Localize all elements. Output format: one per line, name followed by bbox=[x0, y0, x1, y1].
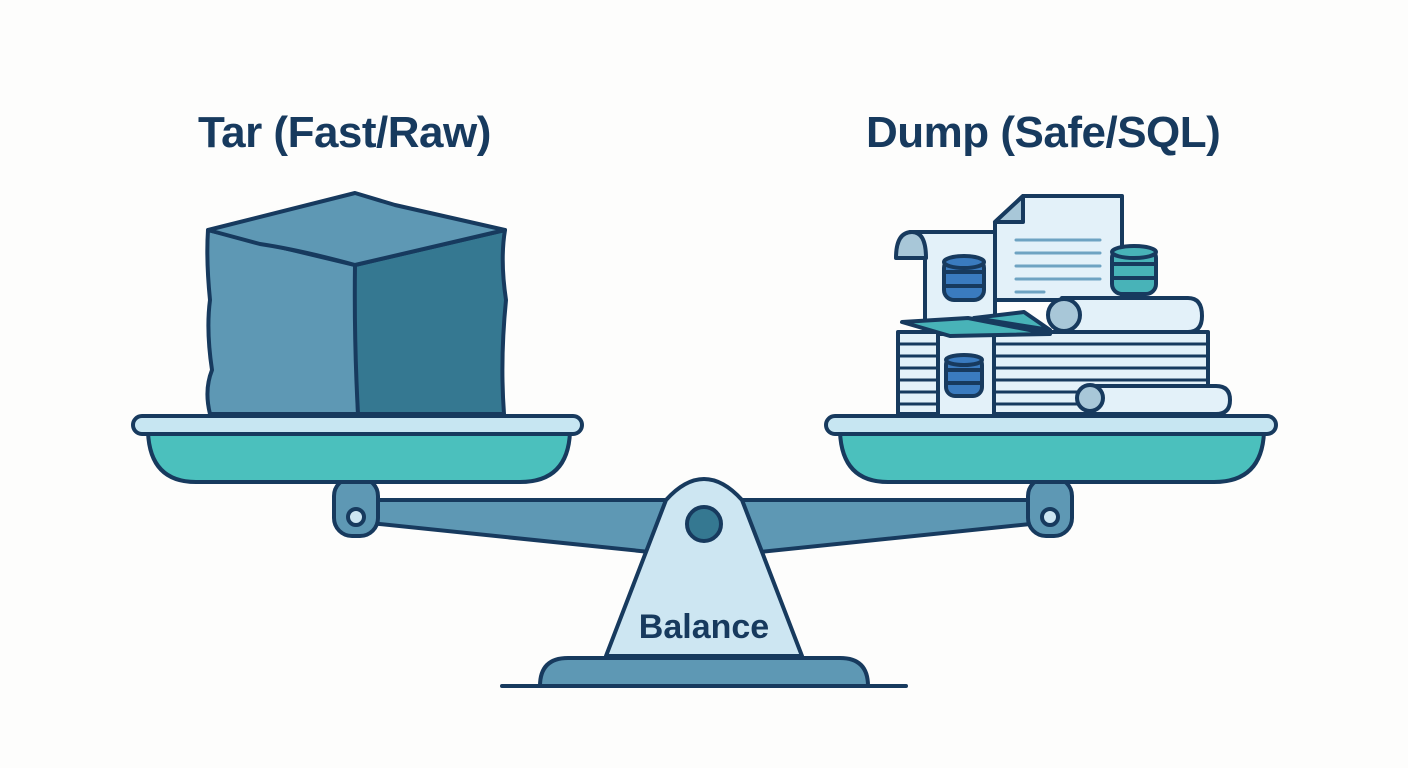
right-pan bbox=[824, 414, 1278, 484]
scale-stand bbox=[500, 477, 908, 688]
tar-label: Tar (Fast/Raw) bbox=[198, 108, 491, 157]
dump-label: Dump (Safe/SQL) bbox=[866, 108, 1221, 157]
balance-label: Balance bbox=[638, 608, 770, 646]
raw-block-icon bbox=[205, 191, 508, 416]
database-icon bbox=[1110, 244, 1158, 296]
database-icon bbox=[942, 254, 986, 302]
right-hanger bbox=[1026, 476, 1074, 538]
left-pan bbox=[131, 414, 584, 484]
left-hanger bbox=[332, 476, 380, 538]
database-icon bbox=[944, 353, 984, 398]
